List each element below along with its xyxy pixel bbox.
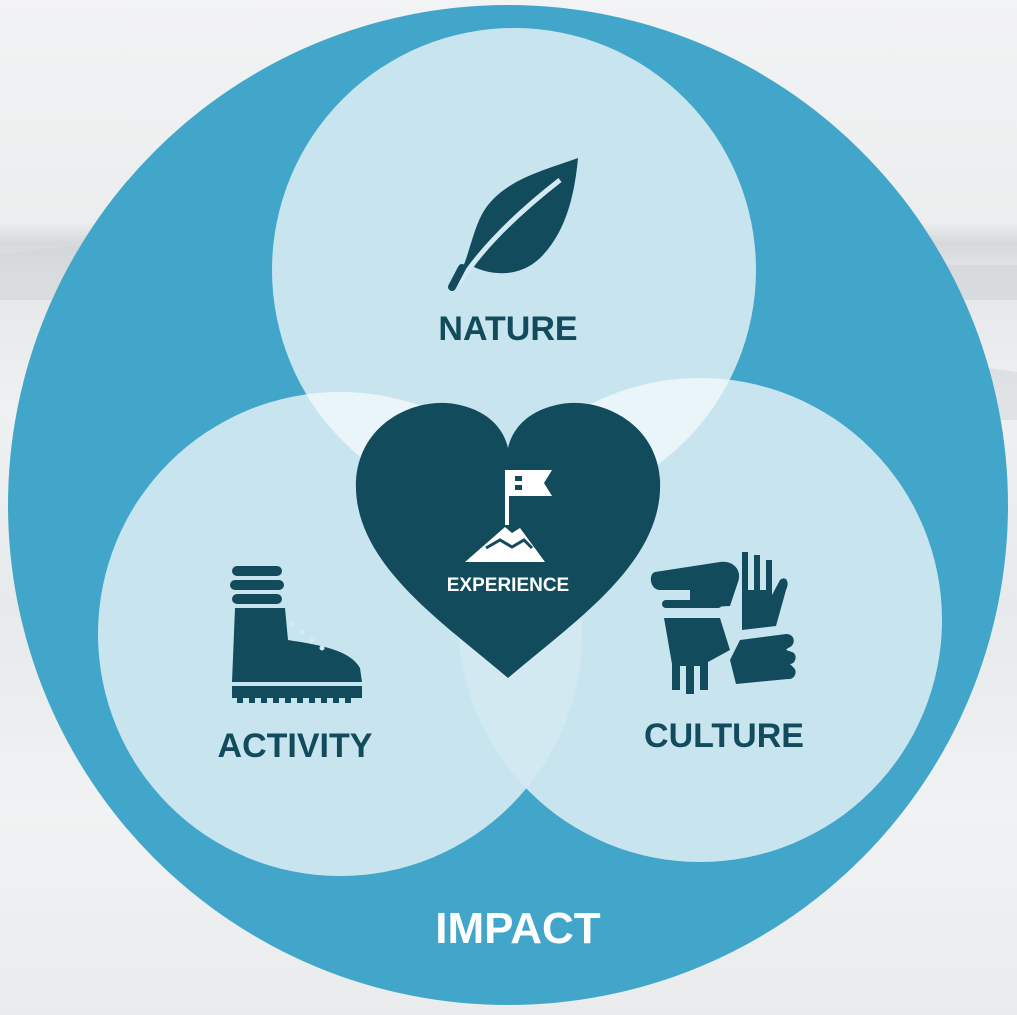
culture-label: CULTURE	[644, 717, 804, 755]
nature-label: NATURE	[438, 310, 577, 348]
mountain-flag-icon	[465, 470, 552, 562]
activity-label: ACTIVITY	[218, 727, 373, 765]
impact-label: IMPACT	[435, 904, 601, 953]
leaf-icon	[448, 158, 578, 291]
hiking-boot-icon	[230, 566, 362, 703]
joined-hands-icon	[650, 552, 796, 694]
experience-label: EXPERIENCE	[447, 575, 569, 596]
